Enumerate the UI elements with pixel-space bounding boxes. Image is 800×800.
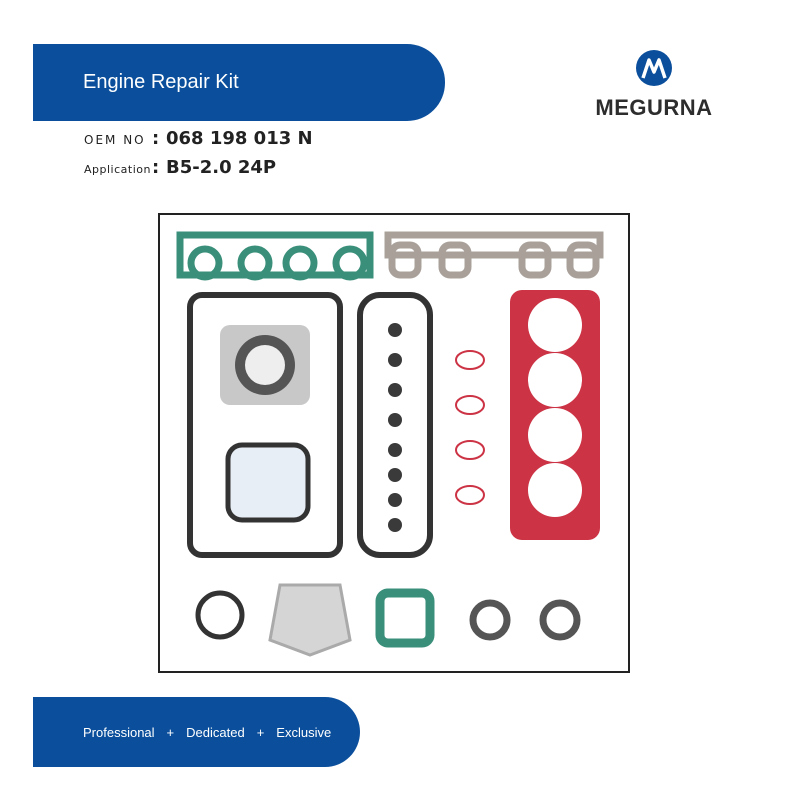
intake-manifold-gasket — [176, 231, 374, 281]
title-banner: Engine Repair Kit — [33, 44, 445, 121]
application-colon: : — [152, 157, 160, 178]
gasket-kit-photo — [158, 213, 630, 673]
exhaust-manifold-gasket — [384, 231, 604, 279]
oem-row: OEM NO:068 198 013 N — [84, 128, 313, 149]
green-flange-gasket — [375, 588, 435, 648]
oil-pan-gasket — [187, 292, 343, 558]
application-value: B5-2.0 24P — [166, 157, 277, 178]
oem-value: 068 198 013 N — [166, 128, 313, 149]
footer-item-exclusive: Exclusive — [276, 724, 332, 740]
brand-name: MEGURNA — [595, 95, 713, 120]
cover-gasket — [225, 442, 311, 523]
footer-separator: + — [256, 724, 265, 740]
injector-orings — [455, 350, 485, 505]
crank-seal-ring — [195, 590, 245, 640]
megurna-logo-icon — [636, 50, 672, 86]
page-title: Engine Repair Kit — [83, 71, 239, 93]
valve-stem-seals — [388, 323, 402, 532]
rear-main-seal — [220, 325, 310, 405]
gasket-kit-illustration — [176, 231, 604, 657]
oem-colon: : — [152, 128, 160, 149]
footer-item-professional: Professional — [83, 724, 155, 740]
valve-cover-gasket — [357, 292, 433, 558]
flange-gasket — [268, 583, 352, 657]
cylinder-head-gasket — [510, 290, 600, 540]
footer-banner: Professional + Dedicated + Exclusive — [33, 697, 360, 767]
brand-logo: MEGURNA — [594, 50, 714, 120]
footer-separator: + — [166, 724, 175, 740]
oem-label: OEM NO — [84, 133, 146, 147]
footer-item-dedicated: Dedicated — [186, 724, 245, 740]
application-row: Application: B5-2.0 24P — [84, 157, 276, 178]
shaft-seal-left — [469, 599, 511, 641]
shaft-seal-right — [539, 599, 581, 641]
application-label: Application — [84, 163, 151, 176]
